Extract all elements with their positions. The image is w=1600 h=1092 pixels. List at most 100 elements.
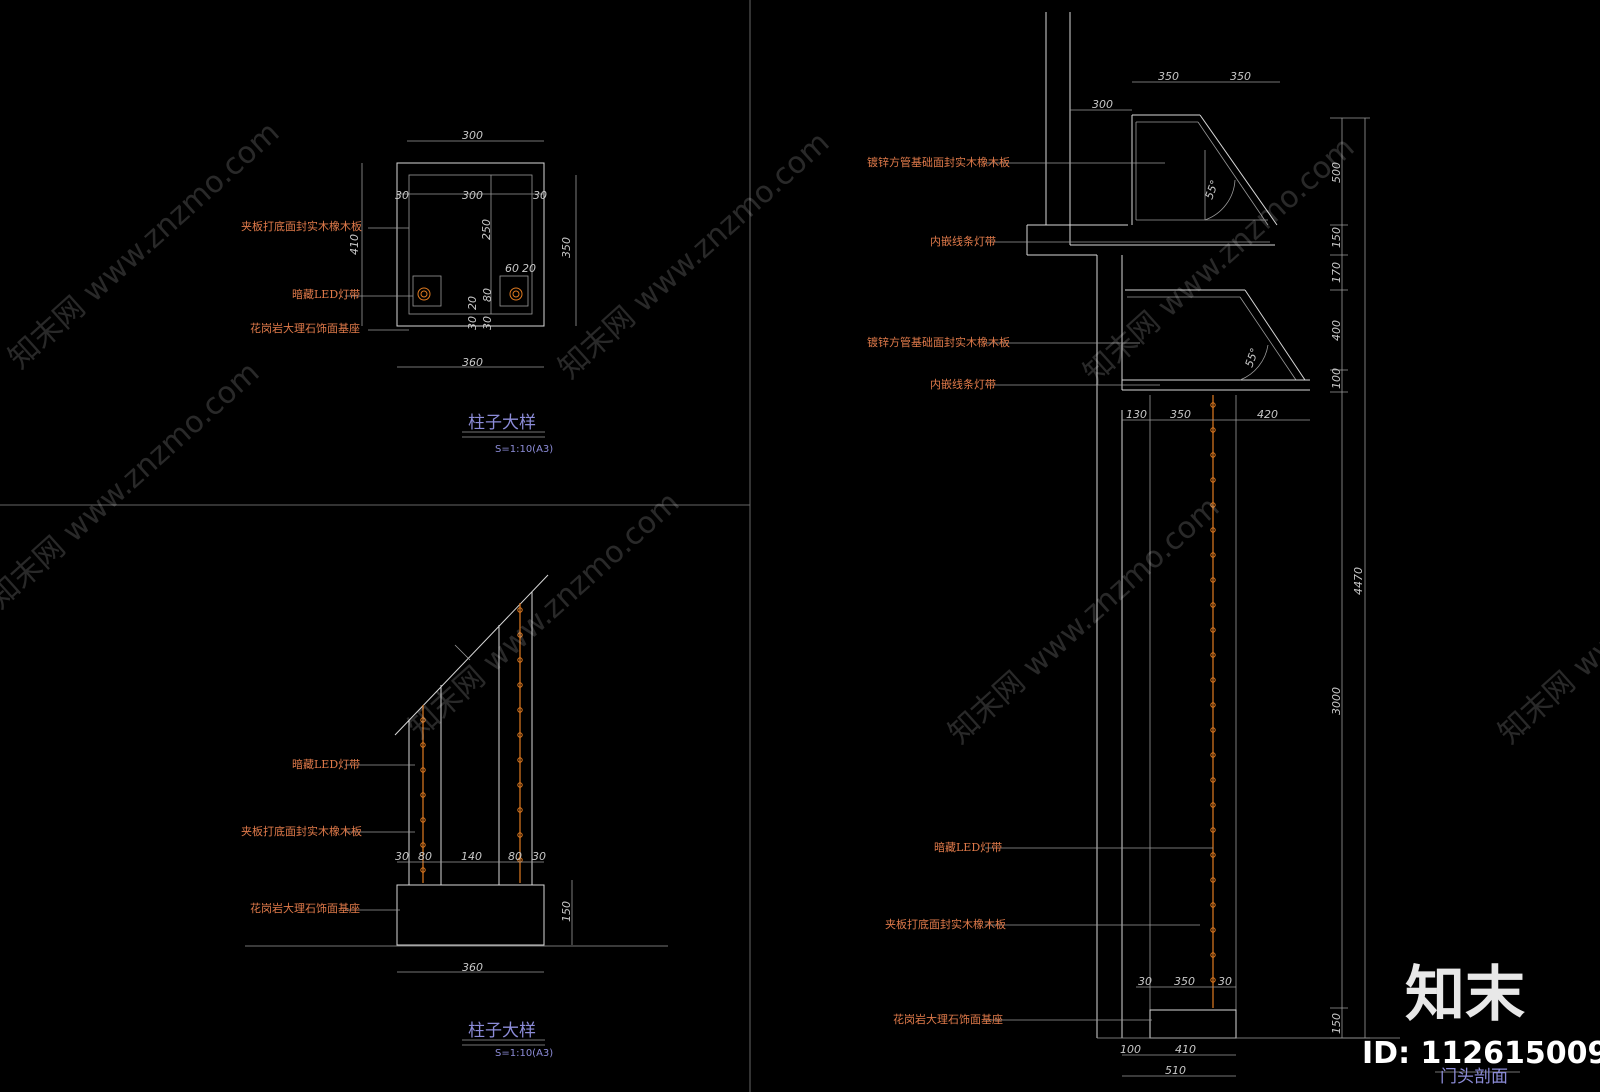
- sect-right-dim-150: 150: [1330, 227, 1343, 248]
- sect-right-dim-150b: 150: [1330, 1013, 1343, 1034]
- plan-title: 柱子大样: [468, 413, 536, 433]
- elev-dim-360: 360: [462, 961, 483, 974]
- elev-title: 柱子大样: [468, 1021, 536, 1041]
- elev-label-base: 花岗岩大理石饰面基座: [250, 901, 360, 915]
- watermark-4: 知末网 www.znzmo.com: [0, 355, 266, 616]
- brand-logo: 知末: [1405, 960, 1525, 1030]
- led-dot: [1210, 802, 1216, 808]
- led-dot: [1210, 877, 1216, 883]
- plan-dim-right-30: 30: [533, 189, 547, 202]
- sect-mid-dim-350: 350: [1170, 408, 1191, 421]
- sect-mid-dim-420: 420: [1257, 408, 1278, 421]
- sect-right-dim-100: 100: [1330, 368, 1343, 389]
- led-dot: [1210, 952, 1216, 958]
- plan-dim-60: 60: [505, 262, 519, 275]
- led-dot: [1210, 602, 1216, 608]
- led-dot: [420, 767, 426, 773]
- sect-bot-dim-100: 100: [1120, 1043, 1141, 1056]
- sect-label-5: 暗藏LED灯带: [934, 840, 1002, 854]
- led-dot: [517, 757, 523, 763]
- sect-bot-dim-30a: 30: [1138, 975, 1152, 988]
- plan-dim-bottom: 360: [462, 356, 483, 369]
- plan-label-led: 暗藏LED灯带: [292, 287, 360, 301]
- led-dot: [517, 832, 523, 838]
- led-dot: [1210, 427, 1216, 433]
- led-dot: [1210, 977, 1216, 983]
- led-dot: [1210, 702, 1216, 708]
- sect-angle-lower: 55°: [1243, 346, 1262, 369]
- sect-title: 门头剖面: [1440, 1067, 1508, 1087]
- led-dot: [1210, 527, 1216, 533]
- sect-right-dim-170: 170: [1330, 262, 1343, 283]
- elev-dim-80b: 80: [508, 850, 522, 863]
- led-dot: [420, 867, 426, 873]
- plan-dim-80: 80: [481, 288, 494, 302]
- led-dot: [517, 682, 523, 688]
- led-dot: [1210, 902, 1216, 908]
- plan-dim-250: 250: [480, 219, 493, 240]
- elev-dim-80a: 80: [418, 850, 432, 863]
- sect-angle-upper: 55°: [1203, 178, 1222, 201]
- sect-bot-dim-350: 350: [1174, 975, 1195, 988]
- id-label: ID: 1126150090: [1362, 1036, 1600, 1071]
- column-elevation-view: [245, 574, 668, 1046]
- plan-dim-top: 300: [462, 129, 483, 142]
- led-dot: [1210, 652, 1216, 658]
- led-dot: [1210, 752, 1216, 758]
- plan-dim-inner: 300: [462, 189, 483, 202]
- sect-bot-dim-410: 410: [1175, 1043, 1196, 1056]
- elev-scale: S=1:10(A3): [495, 1048, 553, 1059]
- led-dot: [517, 657, 523, 663]
- sect-right-dim-400: 400: [1330, 320, 1343, 341]
- watermark-5: 知末网 www.znzmo.com: [402, 485, 686, 746]
- sect-label-1: 镀锌方管基础面封实木橡木板: [867, 155, 1010, 169]
- sect-right-dim-total: 4470: [1352, 567, 1365, 595]
- watermark-3: 知末网 www.znzmo.com: [1077, 130, 1361, 391]
- led-dot: [420, 742, 426, 748]
- led-dot: [420, 792, 426, 798]
- led-dot: [1210, 627, 1216, 633]
- elev-label-led: 暗藏LED灯带: [292, 757, 360, 771]
- led-dot: [517, 607, 523, 613]
- watermark-2: 知末网 www.znzmo.com: [552, 125, 836, 386]
- watermark-6: 知末网 www.znzmo.com: [942, 490, 1226, 751]
- sect-bot-dim-30b: 30: [1218, 975, 1232, 988]
- led-dot: [1210, 827, 1216, 833]
- elev-dim-30b: 30: [532, 850, 546, 863]
- led-dot: [1210, 927, 1216, 933]
- led-dot: [517, 782, 523, 788]
- plan-dim-20b: 20: [466, 296, 479, 310]
- led-dot: [1210, 477, 1216, 483]
- led-dot: [517, 707, 523, 713]
- led-dot: [1210, 452, 1216, 458]
- plan-dim-height: 410: [348, 234, 361, 255]
- plan-label-base: 花岗岩大理石饰面基座: [250, 321, 360, 335]
- plan-dim-20a: 20: [522, 262, 536, 275]
- led-dot: [1210, 552, 1216, 558]
- led-dot: [420, 842, 426, 848]
- sect-label-4: 内嵌线条灯带: [930, 377, 996, 391]
- led-dot: [1210, 727, 1216, 733]
- watermark-1: 知末网 www.znzmo.com: [2, 115, 286, 376]
- led-dot: [1210, 777, 1216, 783]
- elev-dim-150: 150: [560, 901, 573, 922]
- sect-mid-dim-130: 130: [1126, 408, 1147, 421]
- sect-top-dim-300: 300: [1092, 98, 1113, 111]
- led-dot: [517, 807, 523, 813]
- sect-right-dim-500: 500: [1330, 162, 1343, 183]
- led-dot: [517, 632, 523, 638]
- column-plan-view: [345, 140, 577, 438]
- led-dot: [1210, 402, 1216, 408]
- plan-dim-30b: 30: [466, 316, 479, 330]
- plan-scale: S=1:10(A3): [495, 444, 553, 455]
- sect-top-dim-350a: 350: [1158, 70, 1179, 83]
- plan-label-wood: 夹板打底面封实木橡木板: [241, 219, 362, 233]
- led-dot: [420, 717, 426, 723]
- elev-label-wood: 夹板打底面封实木橡木板: [241, 824, 362, 838]
- sect-label-7: 花岗岩大理石饰面基座: [893, 1012, 1003, 1026]
- led-dot: [517, 732, 523, 738]
- door-section-view: [985, 12, 1520, 1077]
- sect-label-2: 内嵌线条灯带: [930, 234, 996, 248]
- led-dot: [420, 817, 426, 823]
- elev-dim-30a: 30: [395, 850, 409, 863]
